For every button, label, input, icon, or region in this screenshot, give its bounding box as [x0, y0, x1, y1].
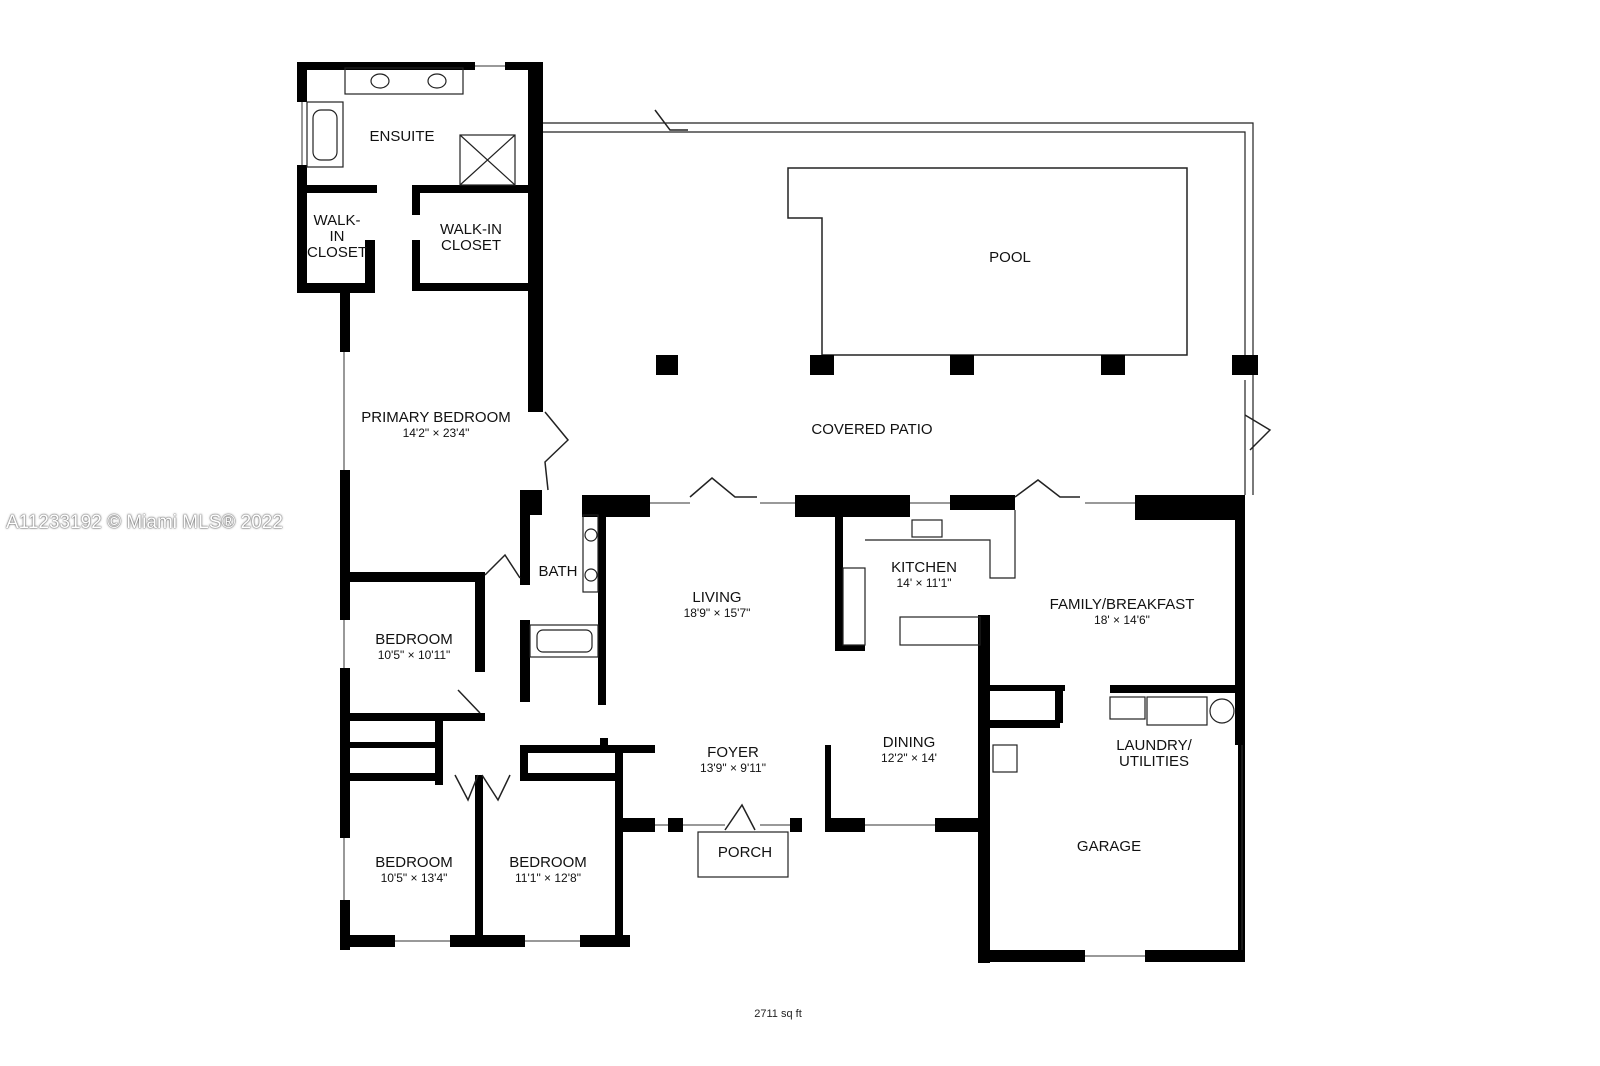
fixtures — [306, 67, 1235, 878]
room-covered-patio: COVERED PATIO — [811, 422, 932, 438]
windows — [301, 65, 1243, 957]
room-name: FAMILY/BREAKFAST — [1049, 596, 1195, 613]
room-name: BEDROOM — [375, 854, 453, 871]
room-name: ENSUITE — [369, 128, 435, 145]
total-area: 2711 sq ft — [754, 1008, 802, 1020]
room-name: PRIMARY BEDROOM — [361, 409, 511, 426]
doors — [454, 109, 1272, 831]
room-name: GARAGE — [1076, 838, 1142, 855]
room-dimensions: 12'2" × 14' — [881, 751, 937, 765]
room-laundry-utilities: LAUNDRY/ UTILITIES — [1116, 738, 1192, 770]
room-name: BEDROOM — [375, 631, 453, 648]
watermark: A11233192 © Miami MLS® 2022 — [6, 512, 283, 533]
patio-pillars — [656, 355, 1258, 375]
room-walkin-closet-left: WALK- IN CLOSET — [307, 213, 367, 261]
room-dimensions: 10'5" × 10'11" — [377, 648, 451, 662]
room-name: WALK-IN CLOSET — [440, 221, 502, 254]
patio-outline — [543, 122, 1254, 495]
room-name: LIVING — [692, 589, 742, 606]
room-dimensions: 10'5" × 13'4" — [380, 871, 448, 885]
room-name: FOYER — [707, 744, 759, 761]
room-dimensions: 14'2" × 23'4" — [402, 426, 470, 440]
room-walkin-closet-right: WALK-IN CLOSET — [440, 222, 502, 254]
room-name: BATH — [538, 563, 578, 580]
room-garage: GARAGE — [1077, 839, 1141, 855]
room-name: KITCHEN — [891, 559, 957, 576]
room-name: DINING — [882, 734, 936, 751]
room-dimensions: 13'9" × 9'11" — [700, 761, 766, 775]
room-dimensions: 18'9" × 15'7" — [683, 606, 751, 620]
room-dimensions: 11'1" × 12'8" — [515, 871, 581, 885]
room-dimensions: 18' × 14'6" — [1094, 613, 1150, 627]
room-pool: POOL — [989, 250, 1031, 266]
room-name: LAUNDRY/ UTILITIES — [1116, 737, 1192, 770]
pool — [787, 167, 1188, 356]
room-name: WALK- IN CLOSET — [306, 212, 368, 261]
walls — [297, 62, 1245, 963]
room-name: PORCH — [717, 844, 773, 861]
room-porch: PORCH — [718, 845, 772, 861]
room-name: COVERED PATIO — [811, 421, 933, 438]
room-ensuite: ENSUITE — [369, 129, 434, 145]
room-name: POOL — [989, 249, 1031, 266]
room-name: BEDROOM — [509, 854, 587, 871]
room-bath: BATH — [539, 564, 578, 580]
room-dimensions: 14' × 11'1" — [896, 576, 952, 590]
